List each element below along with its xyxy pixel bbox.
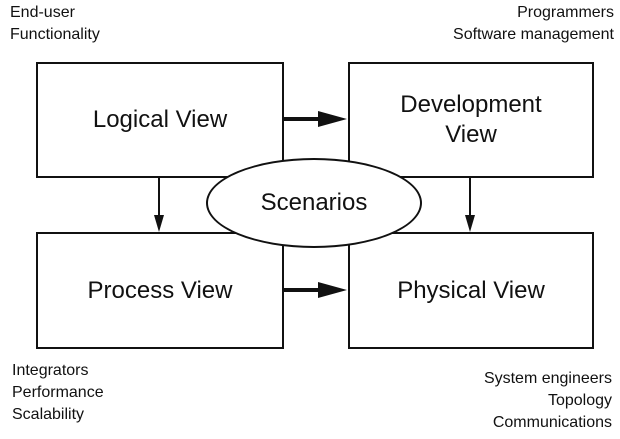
physical-view-label: Physical View (397, 276, 545, 304)
arrowhead-icon (465, 215, 475, 232)
note-line: End-user (10, 4, 75, 21)
arrowhead-icon (154, 215, 164, 232)
process-stakeholders-note: Integrators Performance Scalability (12, 360, 104, 426)
scenarios-ellipse: Scenarios (206, 158, 422, 248)
note-line: Programmers (517, 4, 614, 21)
process-view-label: Process View (87, 276, 233, 304)
logical-view-box: Logical View (36, 62, 284, 178)
note-line: Integrators (12, 362, 89, 379)
physical-view-box: Physical View (348, 232, 594, 349)
note-line: Topology (547, 392, 612, 409)
logical-view-label: Logical View (92, 106, 228, 133)
label-line: Development (400, 91, 542, 118)
note-line: Performance (12, 384, 104, 401)
physical-stakeholders-note: System engineers Topology Communications (484, 368, 612, 434)
development-stakeholders-note: Programmers Software management (453, 2, 614, 46)
scenarios-label: Scenarios (260, 189, 368, 216)
note-line: Scalability (12, 406, 85, 423)
note-line: Communications (492, 414, 612, 431)
arrowhead-icon (318, 282, 347, 298)
note-line: Functionality (10, 26, 100, 43)
process-view-box: Process View (36, 232, 284, 349)
label-line: View (445, 121, 497, 148)
note-line: System engineers (483, 370, 612, 387)
arrowhead-icon (318, 111, 347, 127)
logical-stakeholders-note: End-user Functionality (10, 2, 100, 46)
note-line: Software management (453, 26, 614, 43)
